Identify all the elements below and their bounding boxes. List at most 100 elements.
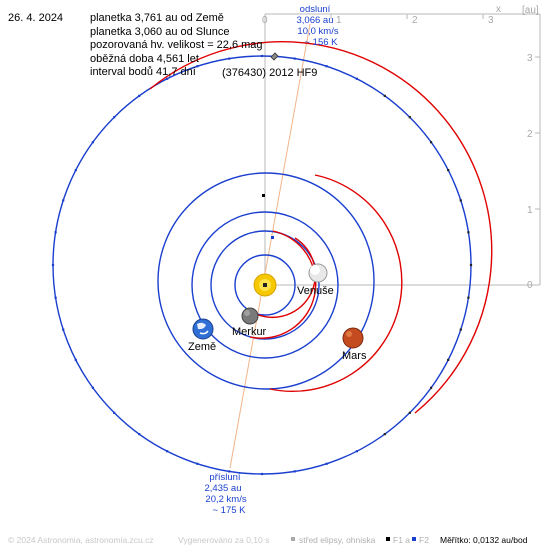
y-tick-label: 2 [527,129,533,140]
orbit-point [138,94,141,97]
f1-legend-marker [386,537,390,541]
asteroid-marker [270,52,279,61]
earth-orbit [191,211,339,359]
orbit-point [51,263,55,267]
y-tick-label: 0 [527,280,533,291]
x-tick-label: 0 [262,15,268,26]
f2-legend-marker [412,537,416,541]
x-tick-label: 1 [336,15,342,26]
orbit-point [196,462,199,465]
aphelion-distance: 3,066 au [297,15,334,26]
orbit-point [430,141,433,144]
orbit-point [293,57,296,60]
orbit-point [459,328,462,331]
orbit-point [325,462,328,465]
orbit-point [74,358,77,361]
orbit-point [113,116,116,119]
info-sun-distance: planetka 3,060 au od Slunce [90,25,230,38]
x-tick-label: 2 [412,15,418,26]
venus-orbit [210,230,320,340]
x-tick-label: 3 [488,15,494,26]
date: 26. 4. 2024 [8,12,64,24]
mars-orbit-back [157,172,375,390]
y-tick-label: 1 [527,205,533,216]
mars-label: Mars [342,350,367,362]
orbit-point [383,433,386,436]
aphelion-title: odsluní [300,4,331,15]
aphelion-speed: 10,0 km/s [297,26,338,37]
axis-labels: 0 1 2 3 x [au] 0 1 2 3 [262,4,539,291]
orbit-point [166,77,169,80]
orbits [52,55,472,475]
legend-center: střed elipsy, ohniska [299,535,376,545]
asteroid-orbit-red-arc [149,41,493,414]
orbit-point [228,470,231,473]
mars-orbit-red-arc [269,174,403,392]
aphelion-info: odsluní 3,066 au 10,0 km/s ~ 156 K [297,4,339,48]
orbit-point [467,296,470,299]
apsis-line [229,23,311,469]
venus-orbit-red-arc [249,230,317,339]
orbit-point [430,386,433,389]
orbit-point [91,141,94,144]
info-panel: planetka 3,761 au od Země planetka 3,060… [90,12,263,80]
orbit-point [260,472,264,476]
earth-planet [192,318,214,340]
orbit-point [113,411,116,414]
axes [264,13,541,286]
orbit-point [469,263,473,267]
mercury-planet [241,307,259,325]
earth-label: Země [188,341,216,353]
orbit-red-arcs [149,41,493,414]
orbit-point [459,199,462,202]
orbit-point [408,116,411,119]
center-legend-marker [291,537,295,541]
info-point-interval: interval bodů 41,7 dní [90,66,196,78]
orbit-point [54,231,57,234]
planet-labels: Venuše Merkur Země Mars [188,285,367,362]
orbit-point [91,386,94,389]
perihelion-title: přísluní [209,472,241,483]
orbit-point [447,169,450,172]
orbit-point [166,450,169,453]
info-earth-distance: planetka 3,761 au od Země [90,12,224,24]
orbit-point [447,358,450,361]
perihelion-speed: 20,2 km/s [205,494,246,505]
orbit-point [325,65,328,68]
venus-planet [308,263,328,283]
orbit-point [467,231,470,234]
orbit-point-markers [51,54,473,476]
info-orbital-period: oběžná doba 4,561 let [90,52,199,65]
perihelion-info: přísluní 2,435 au 20,2 km/s ~ 175 K [205,472,247,516]
ellipse-center-marker [262,194,265,197]
sun [253,273,277,297]
orbit-point [293,470,296,473]
mars-planet [342,327,364,349]
orbit-point [62,199,65,202]
aphelion-temperature: ~ 156 K [304,37,338,48]
footer: © 2024 Astronomia, astronomia.zcu.cz Vyg… [8,535,528,545]
venus-label: Venuše [297,285,334,297]
scale: Měřítko: 0,0132 au/bod [440,535,528,545]
focus-marker [271,236,274,239]
object-name: (376430) 2012 HF9 [222,67,317,79]
legend-f2: F2 [419,535,429,545]
generation-time: Vygenerováno za 0,10 s [178,535,269,545]
orbit-point [408,411,411,414]
orbit-point [355,450,358,453]
orbit-point [383,94,386,97]
orbit-point [355,77,358,80]
perihelion-temperature: ~ 175 K [212,505,246,516]
info-magnitude: pozorovaná hv. velikost = 22,6 mag [90,39,263,51]
orbit-point [74,169,77,172]
orbit-point [228,57,231,60]
x-axis-letter: x [496,4,501,15]
mercury-label: Merkur [232,326,267,338]
mercury-orbit [234,254,296,316]
asteroid-orbit-back [52,55,472,475]
orbit-point [138,433,141,436]
axis-unit: [au] [522,5,539,16]
mercury-orbit-red-arc [249,237,317,319]
legend-f1: F1 a [393,535,410,545]
